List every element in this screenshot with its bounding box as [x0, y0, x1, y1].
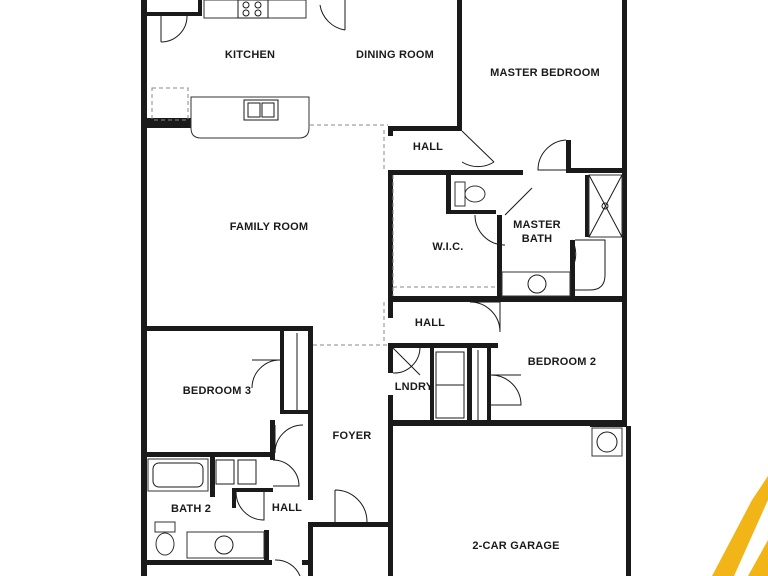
- accent-stripe-1: [712, 476, 768, 576]
- wall-bath2-bottom: [147, 560, 272, 565]
- door-foyer: [334, 489, 368, 523]
- wall-hall-mid-stub: [388, 343, 393, 373]
- wall-laundry-closet: [487, 345, 491, 425]
- room-label-dining-room: DINING ROOM: [356, 49, 434, 61]
- room-label-bath-2: BATH 2: [170, 503, 212, 515]
- doors: [160, 0, 577, 576]
- wall-bedroom3-top: [147, 326, 313, 331]
- wall-bottom-right-stub: [302, 560, 312, 565]
- wall-shower-left: [585, 175, 589, 237]
- wall-bath2-right-lower: [232, 488, 236, 508]
- door-wic: [571, 239, 577, 269]
- room-label-hall-middle: HALL: [414, 317, 446, 329]
- door-laundry: [392, 347, 421, 376]
- wall-bath-wc: [446, 210, 496, 214]
- accent-stripe-2: [748, 540, 768, 576]
- wall-hall-lower-bottom: [233, 488, 273, 492]
- wall-foyer-left: [308, 345, 313, 500]
- room-label-family-room: FAMILY ROOM: [229, 221, 309, 233]
- interior-walls: [147, 0, 627, 576]
- wall-laundry-right: [467, 345, 472, 425]
- room-label-master-bedroom: MASTER BEDROOM: [490, 67, 600, 79]
- room-label-hall-lower: HALL: [271, 502, 303, 514]
- bath2-toilet-bowl: [155, 532, 175, 556]
- wall-kitchen-pantry: [198, 0, 202, 16]
- door-master-bath: [537, 139, 567, 171]
- room-label-master-bath: MASTER BATH: [513, 218, 561, 246]
- master-vanity: [501, 271, 571, 297]
- wall-hall-upper-left: [388, 126, 393, 136]
- door-hall-lower: [272, 459, 300, 487]
- wall-garage-top-right: [590, 422, 627, 427]
- fixtures: [147, 0, 623, 559]
- wall-bath-left: [446, 175, 451, 213]
- wall-laundry-bottom: [388, 420, 627, 426]
- wall-west-upper: [141, 0, 147, 576]
- wall-master-bottom: [570, 168, 622, 173]
- wall-laundry-door-stub: [430, 345, 434, 425]
- exterior-walls: [141, 0, 631, 576]
- bath2-toilet-tank: [154, 521, 176, 533]
- wall-hall-lower-stub: [270, 420, 275, 460]
- door-bedroom3-closet: [251, 359, 281, 389]
- wall-bath2-right: [210, 457, 215, 497]
- door-dining: [319, 0, 346, 31]
- master-bath-line2: BATH: [521, 233, 553, 245]
- wall-foyer-left-lower: [308, 522, 313, 576]
- wall-bath2-vanity-right: [264, 530, 269, 560]
- wall-bath-bottom: [388, 296, 627, 302]
- kitchen-counter-top: [203, 0, 307, 19]
- master-toilet-tank: [454, 181, 466, 207]
- wall-dining-master: [457, 0, 462, 130]
- bath2-tub: [147, 458, 209, 492]
- wall-wic-top: [388, 170, 523, 175]
- room-label-bedroom-2: BEDROOM 2: [527, 356, 597, 368]
- door-bedroom2: [490, 374, 522, 406]
- room-label-hall-upper: HALL: [412, 141, 444, 153]
- room-label-kitchen: KITCHEN: [224, 49, 276, 61]
- wall-hall-upper-top: [388, 126, 462, 131]
- wall-bath-right: [570, 240, 575, 300]
- master-bath-line1: MASTER: [513, 219, 561, 231]
- door-bedroom3: [274, 424, 304, 454]
- room-label-wic: W.I.C.: [432, 241, 464, 253]
- openings: [191, 124, 497, 346]
- wall-bedroom3-bottom: [147, 452, 274, 457]
- room-label-foyer: FOYER: [332, 430, 372, 442]
- door-wc: [474, 187, 533, 246]
- door-pantry: [160, 15, 188, 43]
- room-label-bedroom-3: BEDROOM 3: [182, 385, 252, 397]
- wall-master-stub: [566, 140, 571, 173]
- wall-bedroom3-closet-left: [280, 331, 284, 414]
- door-bath2: [235, 491, 265, 521]
- master-toilet-bowl: [464, 185, 486, 203]
- wall-hall-mid-left: [388, 302, 393, 318]
- wall-laundry-left: [388, 395, 393, 576]
- room-label-laundry: LNDRY: [394, 381, 434, 393]
- wall-east-bedroom2: [622, 302, 627, 426]
- door-hall-master: [461, 130, 495, 168]
- wall-kitchen-left-stub: [147, 118, 191, 128]
- accent-stripes: [712, 476, 768, 576]
- door-hall-lower-bottom: [274, 559, 301, 576]
- door-hall-bedroom2: [469, 301, 501, 333]
- wall-bedroom3-closet-bottom: [280, 410, 313, 414]
- wall-kitchen-top-left: [147, 12, 202, 16]
- wall-east-master: [622, 0, 627, 302]
- wall-wic-left: [388, 170, 393, 300]
- room-label-garage: 2-CAR GARAGE: [472, 540, 560, 552]
- wall-wic-right: [497, 215, 502, 300]
- wall-hall-mid-bottom: [388, 343, 498, 348]
- wall-foyer-bottom: [313, 522, 388, 527]
- wall-east-garage: [626, 426, 631, 576]
